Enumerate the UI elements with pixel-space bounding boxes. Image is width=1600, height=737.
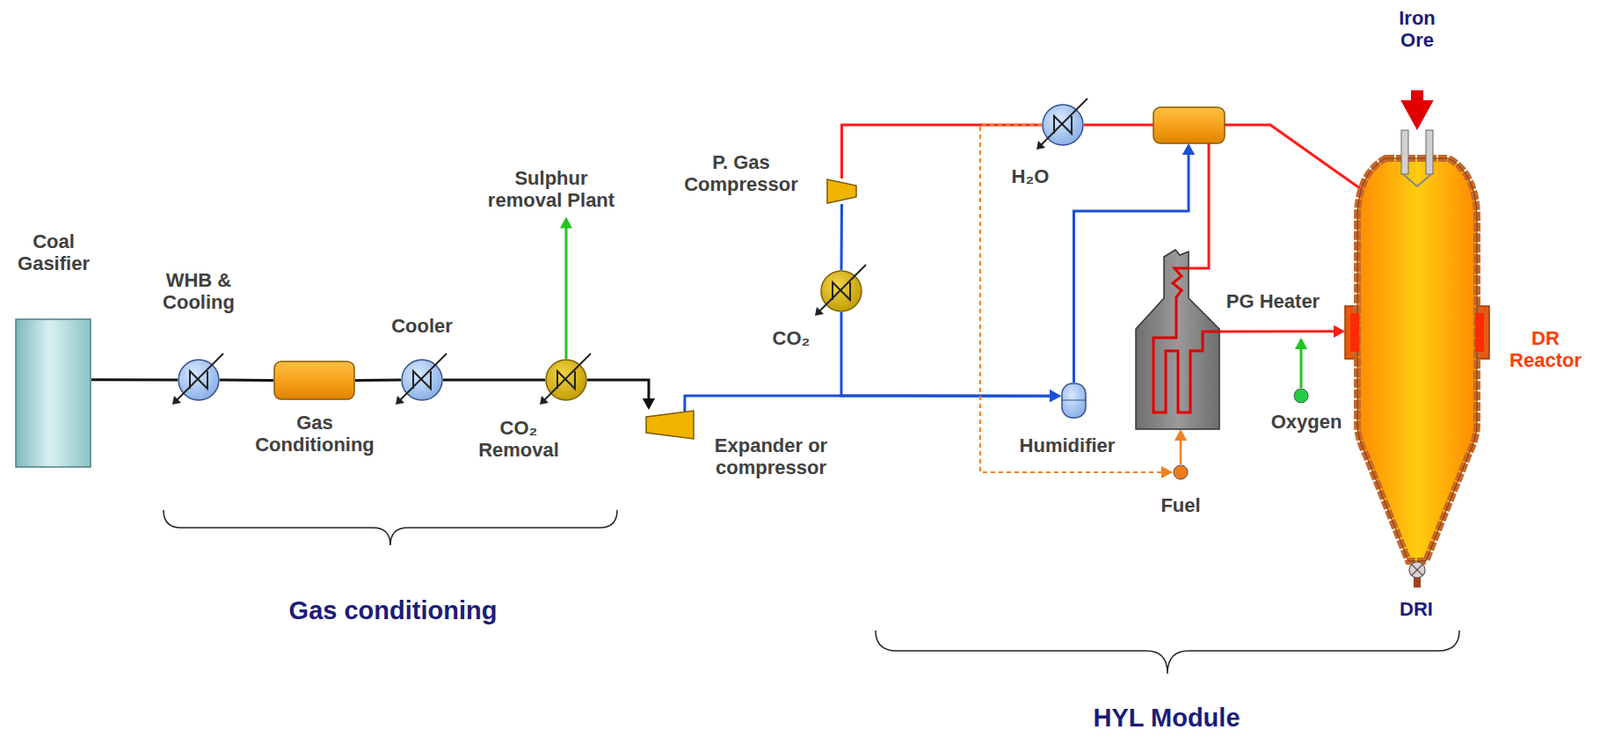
node-label: H₂O: [999, 165, 1062, 188]
heat-exchanger-symbol: [1041, 103, 1084, 146]
supply-dot: [1172, 464, 1189, 480]
pipe-connector: [841, 203, 844, 270]
pipe-connector: [219, 379, 274, 382]
equipment-node: CO₂: [820, 269, 863, 313]
furnace: [1135, 249, 1220, 430]
equipment-node: Humidifier: [1061, 382, 1087, 419]
reactor-vessel: [1345, 130, 1490, 588]
gasifier-vessel: [14, 318, 92, 468]
node-label: Cooler: [378, 314, 466, 337]
equipment-node: Coal Gasifier: [14, 318, 92, 468]
pipe-connector: [587, 379, 655, 410]
pipe-connector: [560, 217, 573, 359]
node-label: Coal Gasifier: [5, 230, 102, 276]
node-label: Oxygen: [1262, 410, 1351, 433]
diagram-label: DRI: [1381, 597, 1452, 620]
equipment-node: H₂O: [1041, 103, 1084, 146]
node-label: WHB & Cooling: [145, 269, 252, 314]
node-label: Gas Conditioning: [248, 411, 381, 457]
diagram-label: Gas conditioning: [252, 596, 534, 626]
equipment-node: Fuel: [1172, 464, 1189, 480]
expander-symbol: [645, 409, 695, 440]
pipe-connector: [841, 312, 1062, 402]
pipe-connector: [684, 389, 1062, 415]
node-label: Humidifier: [1010, 434, 1125, 457]
compressor-symbol: [826, 178, 858, 204]
pipe-connector: [443, 379, 546, 381]
equipment-node: P. Gas Compressor: [826, 178, 858, 204]
heat-exchanger: [1153, 107, 1225, 144]
diagram-label: HYL Module: [1025, 703, 1308, 733]
node-label: Fuel: [1149, 494, 1212, 517]
equipment-node: Oxygen: [1293, 387, 1310, 404]
pipe-connector: [1400, 90, 1433, 131]
bracket: [875, 630, 1460, 674]
node-label: CO₂: [764, 327, 818, 350]
equipment-node: PG Heater: [1135, 249, 1220, 430]
node-label: CO₂ Removal: [470, 416, 568, 462]
pipe-connector: [1219, 325, 1346, 338]
text-node: Iron Ore: [1381, 7, 1453, 52]
node-label: Sulphur removal Plant: [476, 167, 626, 212]
pipe-connector: [1083, 124, 1368, 194]
bracket: [163, 509, 618, 546]
equipment-node: Expander or compressor: [645, 409, 695, 440]
equipment-node: Gas Conditioning: [273, 360, 356, 400]
conditioning-unit: [273, 360, 356, 400]
node-label: Expander or compressor: [705, 434, 837, 480]
node-label: PG Heater: [1220, 290, 1326, 313]
pipe-connector: [1174, 429, 1187, 465]
supply-dot: [1293, 387, 1310, 404]
pipe-connector: [355, 379, 401, 382]
heat-exchanger-symbol: [545, 358, 588, 401]
text-node: Sulphur removal Plant: [476, 167, 626, 212]
equipment-node: CO₂ Removal: [545, 358, 588, 401]
node-label: DR Reactor: [1501, 327, 1590, 372]
node-label: P. Gas Compressor: [679, 151, 803, 197]
pipe-connector: [91, 378, 178, 380]
node-label: Iron Ore: [1381, 7, 1453, 52]
heat-exchanger-symbol: [820, 269, 863, 313]
pipe-connector: [1294, 337, 1308, 388]
humidifier-vessel: [1061, 382, 1087, 419]
equipment-node: WHB & Cooling: [177, 358, 220, 401]
heat-exchanger-symbol: [400, 358, 444, 401]
heat-exchanger-symbol: [177, 358, 220, 401]
equipment-node: DR Reactor: [1345, 130, 1490, 588]
equipment-node: Cooler: [400, 358, 444, 401]
